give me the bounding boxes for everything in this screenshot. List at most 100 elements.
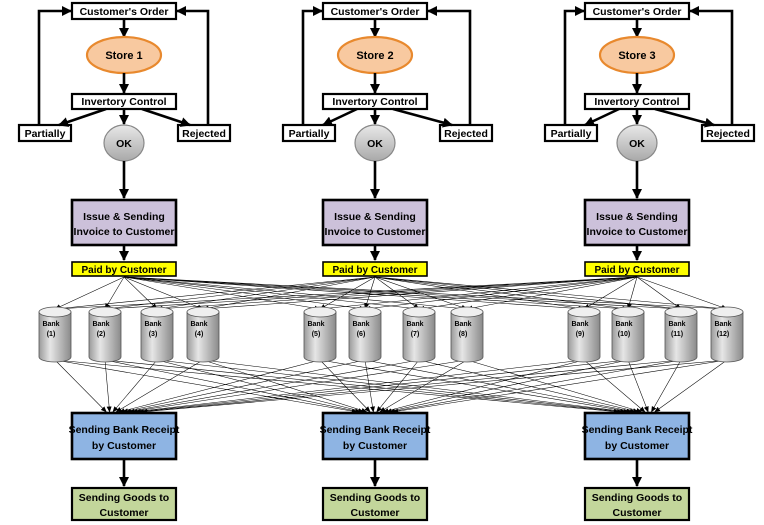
issue-invoice-box xyxy=(321,198,429,247)
bank-top xyxy=(186,306,220,318)
rejected-label: Rejected xyxy=(444,128,488,140)
bank-number: (2) xyxy=(97,331,106,338)
bank-to-receipt-arrow xyxy=(121,359,366,414)
sending-goods-label-line1: Sending Goods to xyxy=(79,492,169,504)
bank-cylinder: Bank(2) xyxy=(88,306,122,363)
bank-body xyxy=(88,311,122,363)
bank-body xyxy=(348,311,382,363)
paid-to-bank-arrow xyxy=(123,276,585,312)
bank-to-receipt-arrow xyxy=(651,359,682,413)
bank-body xyxy=(402,311,436,363)
bank-to-receipt-arrow xyxy=(364,359,636,414)
issue-invoice-label-line2: Invoice to Customer xyxy=(325,226,426,238)
paid-to-bank-arrow xyxy=(54,276,376,311)
process-flows: Bank(1)Bank(2)Bank(3)Bank(4)Bank(5)Bank(… xyxy=(17,1,756,522)
store-label: Store 3 xyxy=(618,50,655,62)
bank-cylinder: Bank(7) xyxy=(402,306,436,363)
paid-to-bank-arrow xyxy=(104,276,638,312)
bank-number: (6) xyxy=(357,331,366,338)
bank-to-receipt-arrow xyxy=(466,359,643,413)
paid-by-customer-box xyxy=(71,261,177,277)
bank-top xyxy=(38,306,72,318)
bank-body xyxy=(710,311,744,363)
partially-box xyxy=(543,123,599,143)
paid-by-customer-label: Paid by Customer xyxy=(332,265,417,276)
inventory-control-label: Invertory Control xyxy=(81,96,166,108)
bank-number: (12) xyxy=(717,331,729,338)
bank-to-receipt-arrow xyxy=(104,359,624,414)
bank-cylinder: Bank(5) xyxy=(303,306,337,363)
partially-label: Partially xyxy=(25,128,66,140)
bank-body xyxy=(567,311,601,363)
bank-top xyxy=(450,306,484,318)
store-label: Store 1 xyxy=(105,50,142,62)
partially-box xyxy=(281,123,337,143)
bank-body xyxy=(611,311,645,363)
rejected-box xyxy=(438,123,494,143)
paid-to-bank-arrow xyxy=(123,276,468,311)
sending-goods-label-line2: Customer xyxy=(612,507,661,519)
bank-cylinder: Bank(12) xyxy=(710,306,744,363)
bank-to-receipt-arrow xyxy=(385,359,629,414)
paid-to-bank-arrow xyxy=(636,276,728,310)
bank-to-receipt-arrow xyxy=(583,359,646,413)
partially-box xyxy=(17,123,73,143)
bank-to-receipt-arrow xyxy=(118,359,321,414)
bank-receipt-label-line1: Sending Bank Receipt xyxy=(320,424,431,436)
issue-invoice-box xyxy=(70,198,178,247)
partially-feedback-arrow xyxy=(301,6,323,125)
inventory-to-partially-arrow xyxy=(58,107,107,127)
bank-number: (8) xyxy=(459,331,468,338)
bank-top xyxy=(567,306,601,318)
bank-name: Bank xyxy=(190,321,207,328)
rejected-feedback-arrow xyxy=(427,6,472,125)
partially-feedback-arrow xyxy=(563,6,585,125)
bank-top xyxy=(664,306,698,318)
paid-to-bank-arrow xyxy=(54,276,125,310)
bank-receipt-label-line1: Sending Bank Receipt xyxy=(69,424,180,436)
rejected-feedback-arrow xyxy=(689,6,734,125)
bank-to-receipt-arrow xyxy=(54,359,107,413)
bank-to-receipt-arrow xyxy=(156,359,365,414)
bank-cylinder: Bank(6) xyxy=(348,306,382,363)
paid-to-bank-arrow xyxy=(418,276,638,311)
paid-to-bank-arrow xyxy=(364,276,638,311)
bank-top xyxy=(348,306,382,318)
bank-number: (10) xyxy=(618,331,630,338)
bank-body xyxy=(450,311,484,363)
bank-body xyxy=(140,311,174,363)
bank-number: (4) xyxy=(195,331,204,338)
bank-to-receipt-arrow xyxy=(156,359,627,414)
paid-to-bank-arrow xyxy=(123,276,629,312)
sending-goods-box xyxy=(583,486,691,522)
bank-to-receipt-arrow xyxy=(627,359,649,413)
bank-to-receipt-arrow xyxy=(54,359,620,414)
bank-number: (3) xyxy=(149,331,158,338)
paid-to-bank-arrow xyxy=(123,276,728,312)
bank-to-receipt-arrow xyxy=(104,359,112,413)
bank-cylinder: Bank (10) xyxy=(611,306,645,363)
sending-goods-label-line2: Customer xyxy=(99,507,148,519)
bank-top xyxy=(710,306,744,318)
bank-name: Bank xyxy=(571,321,588,328)
ok-label: OK xyxy=(367,138,383,150)
inventory-to-rejected-arrow xyxy=(141,107,191,127)
bank-to-receipt-arrow xyxy=(379,359,468,413)
bank-receipt-label-line2: by Customer xyxy=(92,440,156,452)
customer-order-label: Customer's Order xyxy=(80,6,169,18)
bank-name: Bank xyxy=(144,321,161,328)
bank-to-receipt-arrow xyxy=(364,359,375,413)
paid-to-bank-arrow xyxy=(627,276,638,310)
bank-to-receipt-arrow xyxy=(392,359,728,414)
rejected-box xyxy=(700,123,756,143)
paid-by-customer-box xyxy=(584,261,690,277)
inventory-to-rejected-arrow xyxy=(654,107,715,128)
paid-by-customer-label: Paid by Customer xyxy=(81,265,166,276)
bank-name: Bank xyxy=(615,321,632,328)
bank-cylinder: Bank(11) xyxy=(664,306,698,363)
ok-label: OK xyxy=(629,138,645,150)
bank-to-receipt-arrow xyxy=(131,359,585,414)
